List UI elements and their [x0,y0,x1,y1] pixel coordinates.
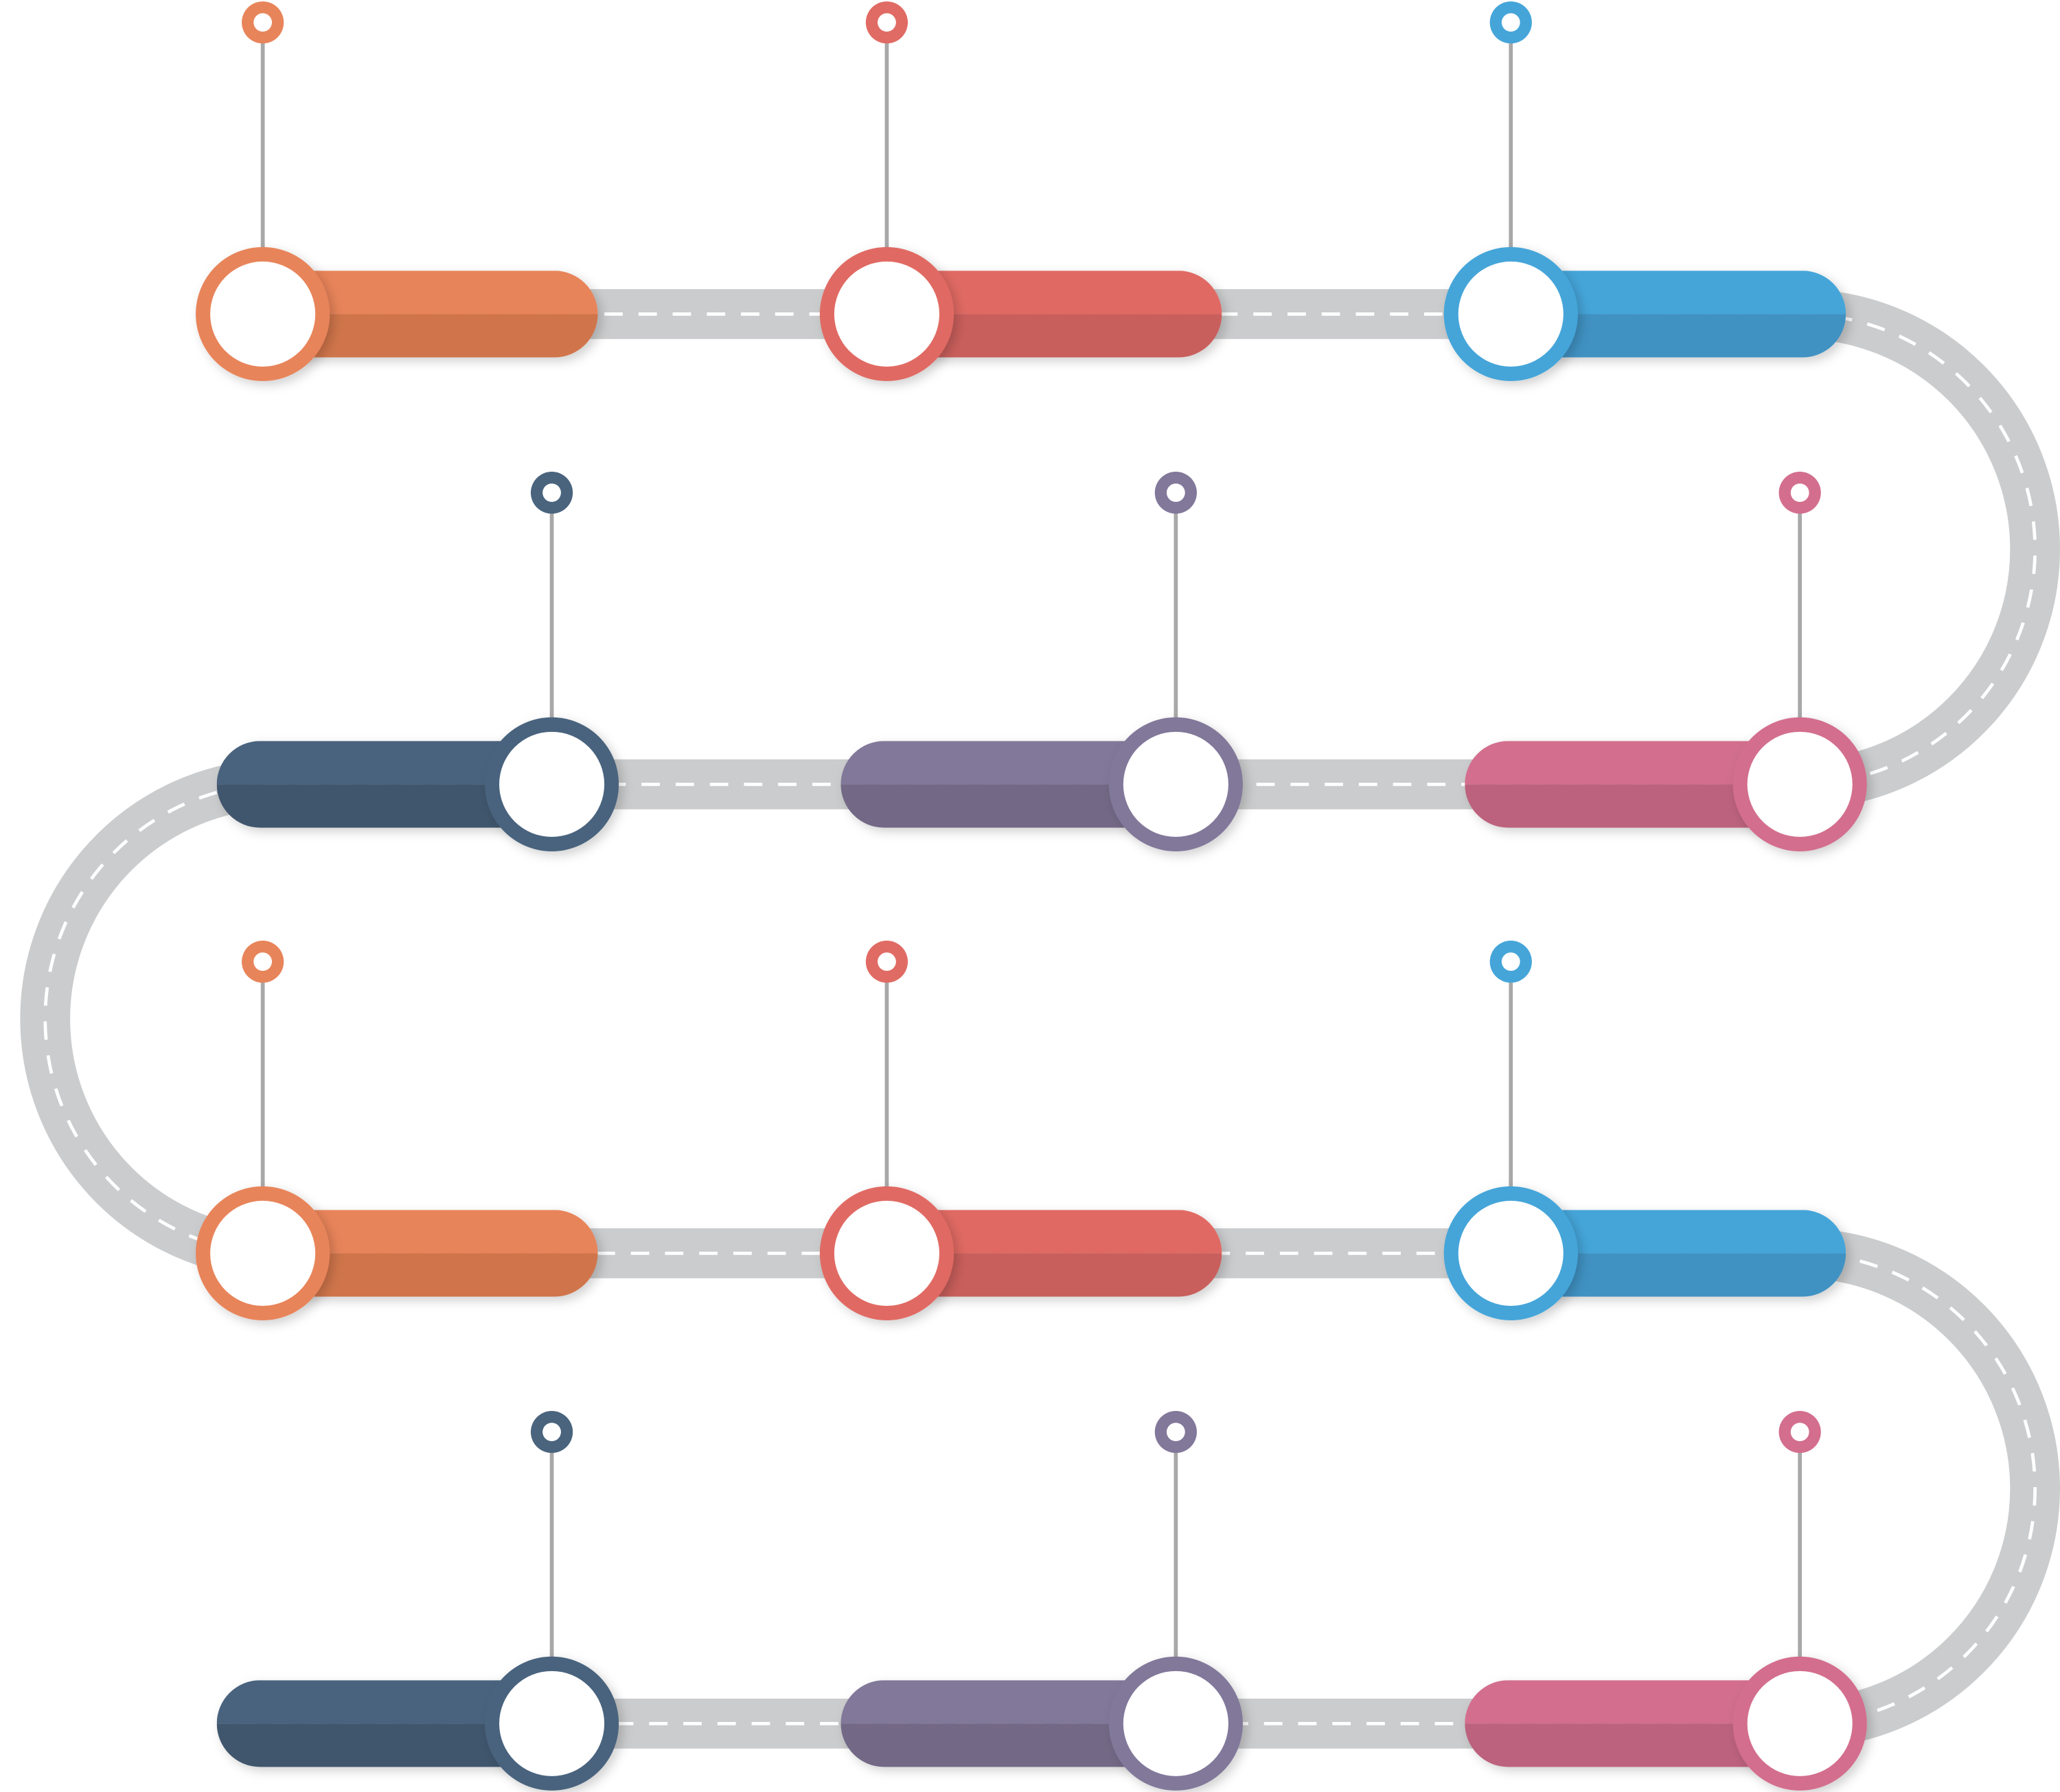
timeline-step [819,1,1222,381]
step-node-center [1747,1670,1853,1776]
step-node-center [834,1200,939,1306]
timeline-step [1443,941,1846,1320]
step-node-center [210,261,316,367]
pin-marker-hole [878,952,896,972]
timeline-step [840,472,1243,851]
road [20,289,2060,1749]
step-node-center [1458,261,1564,367]
step-node-center [210,1200,316,1306]
pin-marker-hole [542,483,561,503]
step-node-center [1747,731,1853,837]
pin-marker-hole [542,1423,561,1442]
road-surface [20,289,2060,1749]
timeline-step [1443,1,1846,381]
timeline-step [1465,472,1867,851]
pin-marker-hole [253,13,273,32]
pin-marker-hole [878,13,896,32]
timeline-step [196,941,598,1320]
step-node-center [499,731,605,837]
step-node-center [1123,731,1228,837]
timeline-step [819,941,1222,1320]
pin-marker-hole [1501,952,1520,972]
pin-marker-hole [1790,483,1809,503]
timeline-step [216,1411,619,1791]
timeline-step [1465,1411,1867,1791]
timeline-step [840,1411,1243,1791]
pin-marker-hole [1166,483,1185,503]
road-center-dashes [43,312,2037,1725]
pin-marker-hole [1501,13,1520,32]
timeline-steps [196,1,1867,1791]
step-node-center [499,1670,605,1776]
pin-marker-hole [1790,1423,1809,1442]
step-node-center [1458,1200,1564,1306]
timeline-step [196,1,598,381]
pin-marker-hole [1166,1423,1185,1442]
timeline-step [216,472,619,851]
pin-marker-hole [253,952,273,972]
step-node-center [834,261,939,367]
step-node-center [1123,1670,1228,1776]
